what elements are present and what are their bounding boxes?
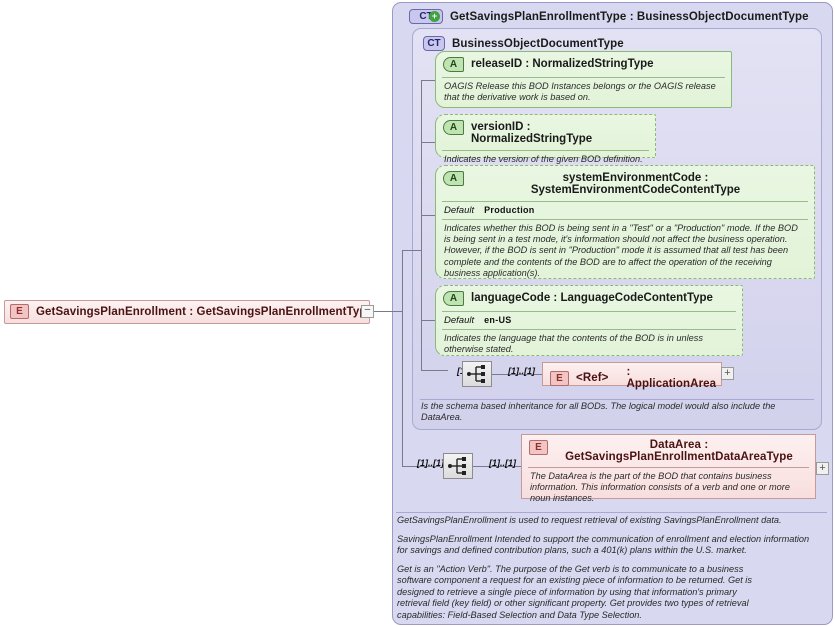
sequence-glyph: [467, 365, 485, 383]
ref-marker-label: <Ref>: [576, 372, 609, 384]
root-element-collapse-toggle[interactable]: −: [361, 305, 374, 318]
attribute-default-row-languagecode: Default en-US: [436, 312, 742, 329]
connector-attr-spine: [421, 80, 422, 370]
sequence-glyph: [448, 457, 466, 475]
cardinality-left-dataarea: [1]..[1]: [417, 458, 444, 468]
attribute-box-releaseid[interactable]: A releaseID : NormalizedStringType OAGIS…: [435, 51, 732, 108]
complextype-plus-icon[interactable]: CT +: [409, 9, 443, 24]
element-header-dataarea: E DataArea : GetSavingsPlanEnrollmentDat…: [522, 435, 815, 467]
attribute-separator-2: [442, 329, 736, 330]
inner-complextype-documentation: Is the schema based inheritance for all …: [421, 401, 776, 423]
attribute-documentation-releaseid: OAGIS Release this BOD Instances belongs…: [444, 81, 716, 103]
connector-attr-systemenv: [421, 215, 435, 216]
cardinality-right-applicationarea: [1]..[1]: [508, 366, 535, 376]
bottom-documentation-paragraph-2: SavingsPlanEnrollment Intended to suppor…: [397, 534, 810, 556]
bottom-doc-separator: [396, 512, 827, 513]
expand-plus-icon[interactable]: +: [429, 11, 440, 22]
connector-attr-versionid: [421, 142, 435, 143]
attribute-badge-icon: A: [443, 57, 464, 72]
ct-badge-text: CT: [419, 11, 433, 22]
bottom-documentation-paragraph-1: GetSavingsPlanEnrollment is used to requ…: [397, 515, 782, 525]
complextype-badge-icon: CT: [423, 36, 445, 51]
connector-sequence-to-dataarea: [473, 466, 523, 467]
element-badge-icon: E: [529, 440, 548, 455]
attribute-box-versionid[interactable]: A versionID : NormalizedStringType Indic…: [435, 114, 656, 164]
default-value: en-US: [484, 315, 512, 325]
attribute-separator: [442, 311, 736, 312]
complextype-label: GetSavingsPlanEnrollmentType : BusinessO…: [450, 10, 809, 23]
inner-complextype-label: BusinessObjectDocumentType: [452, 37, 624, 50]
root-element-header: E GetSavingsPlanEnrollment : GetSavingsP…: [5, 301, 373, 322]
attribute-documentation-systemenvironmentcode: Indicates whether this BOD is being sent…: [444, 223, 798, 278]
default-value: Production: [484, 205, 535, 215]
expand-button-dataarea[interactable]: +: [816, 462, 829, 475]
complextype-header: CT + GetSavingsPlanEnrollmentType : Busi…: [400, 4, 829, 24]
inner-ct-doc-separator: [420, 399, 814, 400]
element-ref-label: : ApplicationArea: [626, 366, 717, 390]
attribute-name-languagecode: languageCode : LanguageCodeContentType: [471, 292, 713, 304]
default-label: Default: [444, 315, 475, 326]
attribute-badge-icon: A: [443, 171, 464, 186]
attribute-box-languagecode[interactable]: A languageCode : LanguageCodeContentType…: [435, 285, 743, 356]
attribute-header-versionid: A versionID : NormalizedStringType: [436, 115, 655, 150]
attribute-name-releaseid: releaseID : NormalizedStringType: [471, 58, 654, 70]
attribute-documentation-languagecode: Indicates the language that the contents…: [444, 333, 703, 355]
attribute-name-versionid: versionID : NormalizedStringType: [471, 121, 593, 145]
sequence-icon-applicationarea[interactable]: [462, 361, 492, 387]
attribute-badge-icon: A: [443, 291, 464, 306]
attribute-header-languagecode: A languageCode : LanguageCodeContentType: [436, 286, 742, 311]
attribute-name-systemenvironmentcode: systemEnvironmentCode : SystemEnvironmen…: [530, 172, 741, 196]
attribute-header-releaseid: A releaseID : NormalizedStringType: [436, 52, 731, 77]
element-box-dataarea[interactable]: E DataArea : GetSavingsPlanEnrollmentDat…: [521, 434, 816, 503]
connector-ct-spine: [402, 250, 403, 466]
connector-sequence-to-applicationarea: [492, 374, 542, 375]
connector-root-to-ct: [374, 311, 402, 312]
connector-ct-spine-to-dataarea: [402, 466, 440, 467]
root-element-label: GetSavingsPlanEnrollment : GetSavingsPla…: [36, 305, 373, 318]
element-badge-icon: E: [10, 304, 29, 319]
attribute-separator: [442, 150, 649, 151]
connector-attr-languagecode: [421, 320, 435, 321]
attribute-default-row-systemenvironmentcode: Default Production: [436, 202, 814, 219]
element-badge-icon: E: [550, 370, 569, 386]
attribute-box-systemenvironmentcode[interactable]: A systemEnvironmentCode : SystemEnvironm…: [435, 165, 815, 279]
cardinality-right-dataarea: [1]..[1]: [489, 458, 516, 468]
element-ref-header: E <Ref> : ApplicationArea: [543, 363, 721, 394]
element-documentation-dataarea: The DataArea is the part of the BOD that…: [530, 471, 790, 504]
inner-complextype-header: CT BusinessObjectDocumentType: [414, 31, 813, 51]
attribute-documentation-versionid: Indicates the version of the given BOD d…: [444, 154, 643, 164]
attribute-badge-icon: A: [443, 120, 464, 135]
element-label-dataarea: DataArea : GetSavingsPlanEnrollmentDataA…: [565, 439, 793, 463]
root-element-box[interactable]: E GetSavingsPlanEnrollment : GetSavingsP…: [4, 300, 373, 324]
bottom-documentation-paragraph-3: Get is an "Action Verb". The purpose of …: [397, 564, 752, 620]
connector-attr-releaseid: [421, 80, 435, 81]
element-separator-dataarea: [528, 467, 809, 468]
attribute-header-systemenvironmentcode: A systemEnvironmentCode : SystemEnvironm…: [436, 166, 814, 201]
default-label: Default: [444, 205, 475, 216]
expand-button-applicationarea[interactable]: +: [721, 367, 734, 380]
connector-ct-spine-to-attr: [402, 250, 421, 251]
attribute-separator-2: [442, 219, 808, 220]
sequence-icon-dataarea[interactable]: [443, 453, 473, 479]
element-ref-applicationarea[interactable]: E <Ref> : ApplicationArea: [542, 362, 722, 390]
attribute-separator: [442, 201, 808, 202]
attribute-separator: [442, 77, 725, 78]
connector-attr-to-sequence: [421, 370, 448, 371]
